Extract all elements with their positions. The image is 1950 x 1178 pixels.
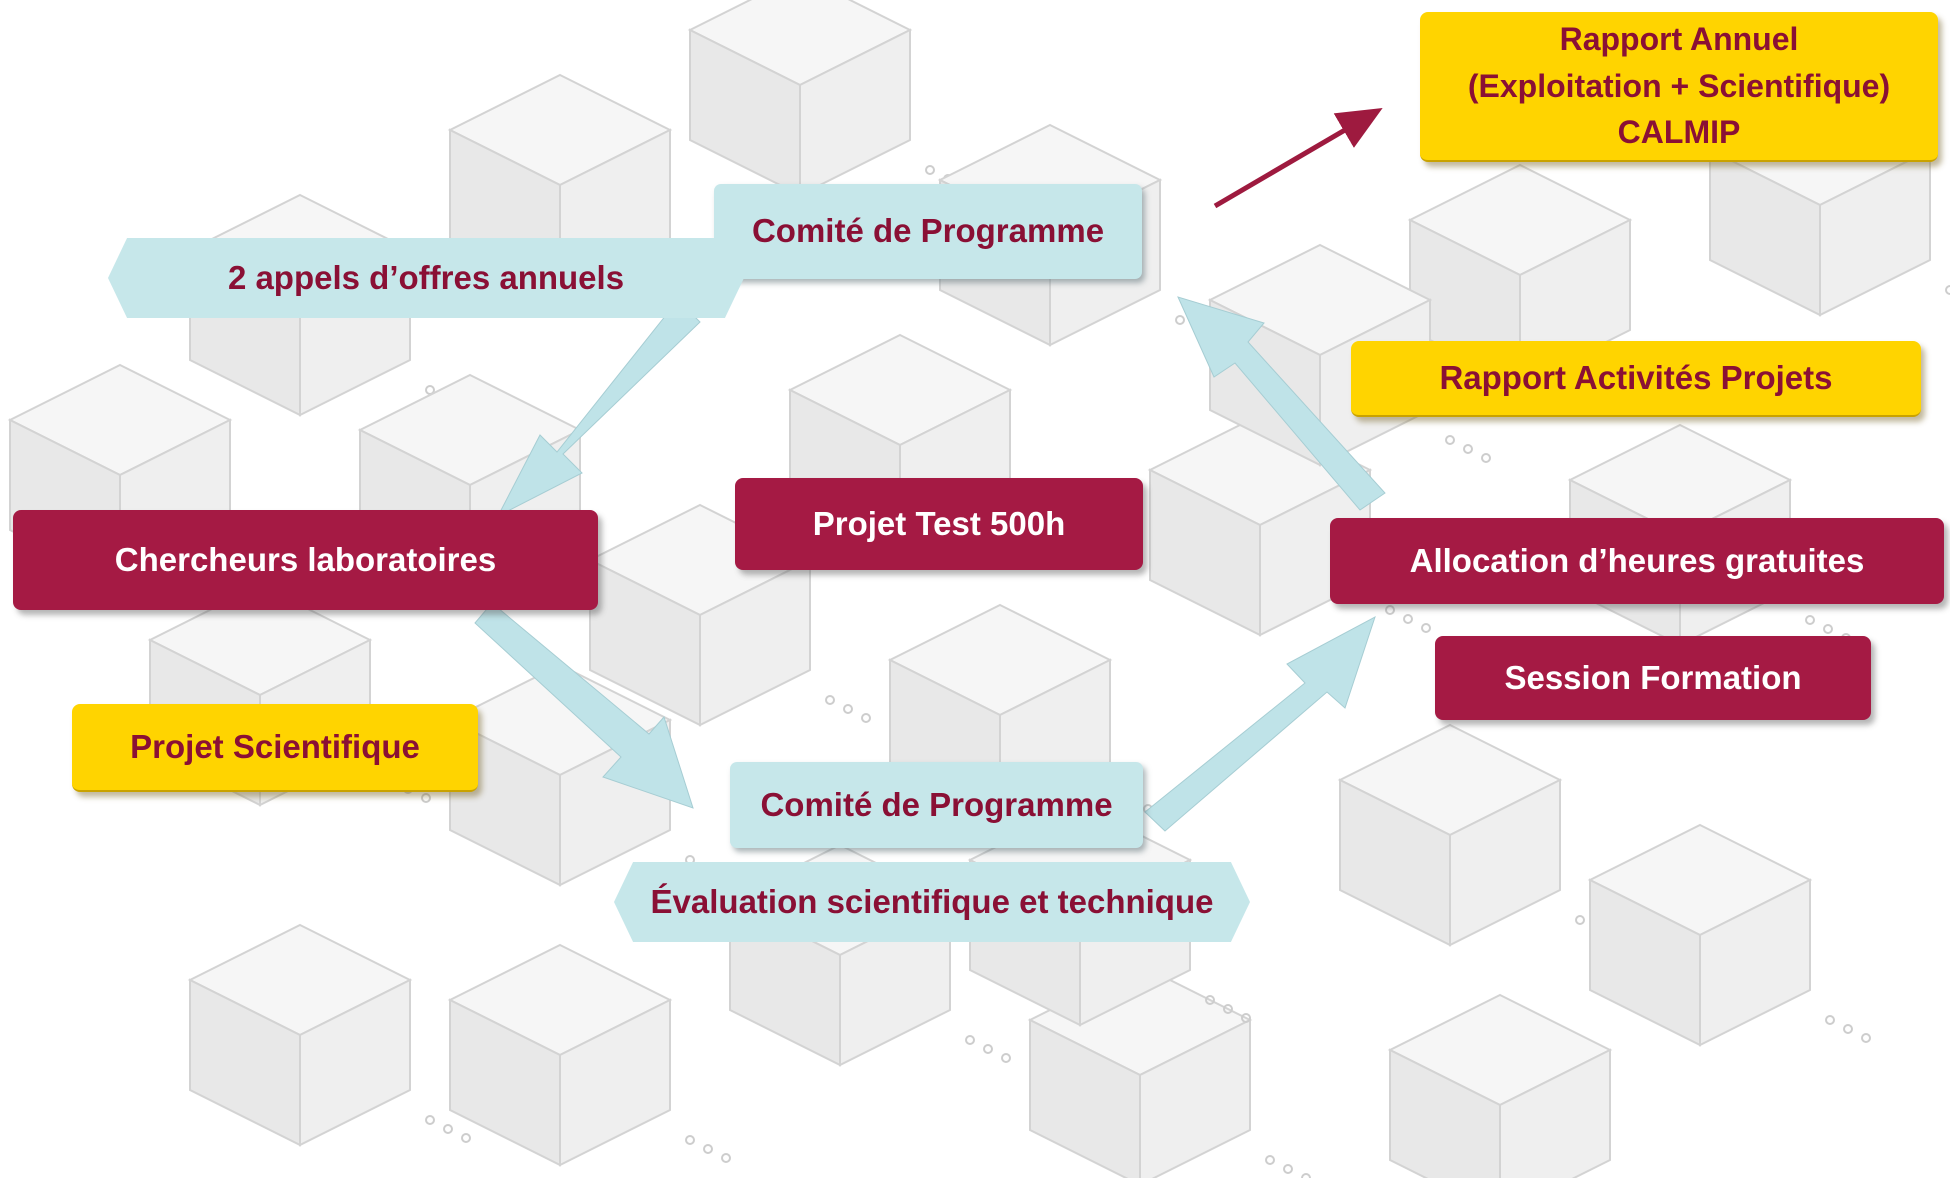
- session-formation-label: Session Formation: [1504, 658, 1802, 696]
- arrow-to-rapport-annuel: [1213, 107, 1383, 209]
- arrow-allocation-to-comite: [1177, 296, 1386, 511]
- decorative-cube: [187, 923, 471, 1147]
- evaluation-label: Évaluation scientifique et technique: [650, 882, 1214, 920]
- decorative-cube: [687, 0, 971, 197]
- rapport-annuel-line-2: (Exploitation + Scientifique): [1467, 67, 1891, 104]
- arrow-chercheurs-to-comite: [474, 602, 694, 809]
- rapport-annuel-box: Rapport Annuel (Exploitation + Scientifi…: [1420, 12, 1938, 162]
- rapport-annuel-line-1: Rapport Annuel: [1559, 21, 1799, 58]
- rapport-activites-label: Rapport Activités Projets: [1439, 358, 1833, 396]
- session-formation-box: Session Formation: [1435, 636, 1871, 720]
- projet-test-box: Projet Test 500h: [735, 478, 1143, 570]
- projet-scientifique-box: Projet Scientifique: [72, 704, 478, 792]
- allocation-label: Allocation d’heures gratuites: [1409, 541, 1865, 579]
- decorative-cube: [1027, 963, 1311, 1178]
- comite-programme-bottom: Comité de Programme: [730, 762, 1143, 848]
- appels-offres-label: 2 appels d’offres annuels: [227, 258, 625, 296]
- decorative-cube: [447, 943, 731, 1167]
- projet-test-label: Projet Test 500h: [812, 504, 1066, 542]
- comite-programme-top-label: Comité de Programme: [751, 212, 1105, 250]
- decorative-cube: [1587, 823, 1871, 1047]
- allocation-box: Allocation d’heures gratuites: [1330, 518, 1944, 604]
- appels-offres-box: 2 appels d’offres annuels: [108, 238, 744, 318]
- decorative-cube: [1337, 723, 1621, 947]
- rapport-activites-box: Rapport Activités Projets: [1351, 341, 1921, 417]
- projet-scientifique-label: Projet Scientifique: [130, 727, 420, 765]
- chercheurs-label: Chercheurs laboratoires: [114, 540, 497, 578]
- arrow-comite-to-allocation: [1144, 615, 1376, 832]
- chercheurs-box: Chercheurs laboratoires: [13, 510, 598, 610]
- comite-programme-top: Comité de Programme: [714, 184, 1142, 279]
- comite-programme-bottom-label: Comité de Programme: [760, 785, 1113, 823]
- rapport-annuel-line-3: CALMIP: [1617, 114, 1741, 151]
- arrow-appels-to-chercheurs: [496, 299, 701, 518]
- decorative-cube: [1387, 993, 1613, 1178]
- evaluation-box: Évaluation scientifique et technique: [614, 862, 1250, 942]
